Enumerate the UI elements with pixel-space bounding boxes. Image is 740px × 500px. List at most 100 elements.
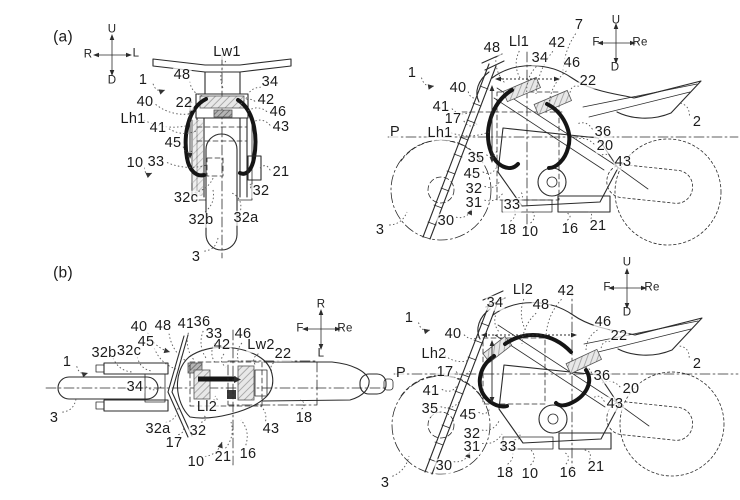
leader-line [510, 206, 516, 222]
reference-numeral: 34 [260, 73, 280, 90]
leader-line [418, 322, 431, 331]
leader-line [440, 400, 461, 409]
reference-numeral: 3 [379, 474, 391, 491]
reference-numeral: 36 [192, 313, 212, 330]
reference-numeral: 18 [495, 464, 515, 481]
reference-numeral: 7 [573, 16, 585, 33]
reference-numeral: 1 [137, 71, 149, 88]
reference-numeral: 48 [153, 317, 173, 334]
reference-numeral: 42 [212, 336, 232, 353]
leader-arrowhead [217, 442, 223, 449]
reference-numeral: 20 [621, 380, 641, 397]
reference-numeral: 41 [148, 119, 168, 136]
leader-lines-layer [62, 33, 690, 477]
compass-direction-label: F [603, 281, 611, 294]
leader-line [189, 81, 204, 97]
muffler [359, 373, 387, 395]
bodywork [491, 65, 702, 119]
wire-harness [236, 98, 258, 176]
figure-part-label: (a) [53, 28, 73, 46]
leader-line [299, 399, 305, 410]
reference-numeral: 41 [431, 98, 451, 115]
reference-numeral: 3 [190, 248, 202, 265]
leader-line [526, 66, 537, 96]
leader-line [194, 175, 215, 193]
axle-unit [247, 155, 262, 181]
compass-b-top [302, 309, 341, 350]
leader-line [136, 356, 153, 372]
reference-numeral: 35 [420, 400, 440, 417]
compass-direction-label: R [83, 48, 93, 61]
figure-part-label: (b) [53, 264, 73, 282]
view-b-top-drawing [45, 309, 394, 466]
leader-line [248, 183, 252, 189]
reference-numeral: 33 [146, 153, 166, 170]
leader-line [240, 98, 256, 105]
compass-direction-label: U [611, 14, 621, 27]
reference-numeral: 43 [613, 153, 633, 170]
reference-numeral: 16 [558, 464, 578, 481]
reference-numeral: 46 [268, 103, 288, 120]
reference-numeral: 46 [562, 54, 582, 71]
leader-line [450, 131, 490, 137]
reference-numeral: Lw2 [246, 336, 276, 353]
reference-numeral: 35 [466, 149, 486, 166]
leader-line [112, 357, 133, 373]
reference-numeral: 34 [530, 49, 550, 66]
leader-arrowhead [427, 84, 434, 90]
front-wheel [205, 133, 238, 251]
reference-numeral: Lh2 [420, 345, 448, 362]
reference-numeral: Lh1 [119, 110, 147, 127]
leader-arrowhead [145, 172, 152, 178]
leader-line [253, 353, 259, 367]
swingarm [606, 164, 694, 204]
leader-line [467, 91, 480, 99]
reference-numeral: 41 [421, 382, 441, 399]
reference-numeral: 33 [502, 196, 522, 213]
lw2-phantom-box [227, 360, 318, 406]
compass-a-front [93, 34, 132, 76]
compass-direction-label: D [622, 306, 632, 319]
compass-direction-label: Re [644, 281, 660, 294]
compass-direction-label: D [610, 61, 620, 74]
reference-numeral: 1 [403, 309, 415, 326]
view-a-side-drawing [387, 23, 739, 246]
reference-numeral: 17 [164, 434, 184, 451]
reference-numeral: 16 [560, 220, 580, 237]
wire-harness [183, 97, 208, 178]
reference-numeral: Ll1 [507, 33, 531, 50]
reference-numeral: 10 [125, 154, 145, 171]
leader-line [270, 361, 278, 373]
leader-line [583, 449, 591, 460]
body-outline [176, 346, 274, 419]
reference-numeral: 34 [125, 378, 145, 395]
reference-numeral: 21 [586, 458, 606, 475]
reference-numeral: 3 [48, 409, 60, 426]
reference-numeral: 40 [448, 79, 468, 96]
leader-line [188, 109, 193, 114]
leader-line [520, 298, 527, 332]
compass-direction-label: Re [632, 36, 648, 49]
handlebar [481, 53, 505, 71]
connector-hatched [565, 348, 603, 375]
wire-harness [477, 354, 509, 409]
rear-body [261, 361, 370, 402]
reference-numeral: 1 [406, 64, 418, 81]
leader-line [478, 407, 491, 415]
reference-numeral: 40 [443, 325, 463, 342]
leader-line [178, 423, 185, 436]
reference-numeral: 32a [232, 209, 260, 226]
leader-line [463, 334, 481, 340]
leader-line [678, 345, 690, 358]
view-a-front-drawing [93, 34, 292, 259]
reference-numeral: 10 [186, 453, 206, 470]
leader-line [530, 209, 535, 224]
reference-numeral: 31 [462, 438, 482, 455]
leader-line [463, 120, 478, 127]
reference-numeral: 32b [187, 211, 215, 228]
reference-numeral: 21 [271, 163, 291, 180]
leader-line [518, 191, 524, 199]
compass-direction-label: U [107, 23, 117, 36]
reference-numeral: 30 [436, 212, 456, 229]
front-fork [422, 63, 497, 240]
